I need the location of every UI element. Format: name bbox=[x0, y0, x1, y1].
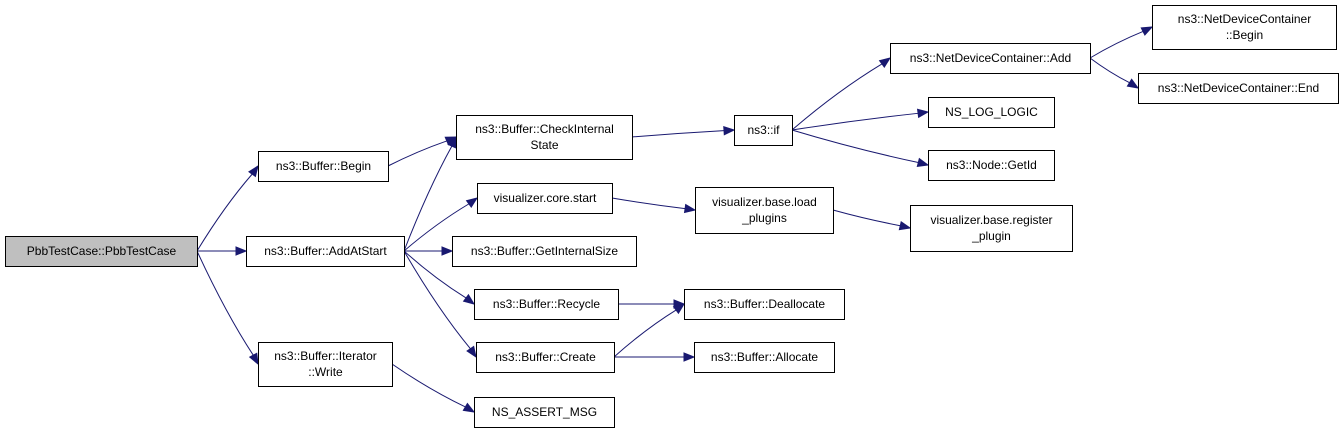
node-ndcadd[interactable]: ns3::NetDeviceContainer::Add bbox=[890, 43, 1091, 74]
node-label: ns3::Buffer::CheckInternal bbox=[475, 122, 614, 136]
edge-iterwrite-to-assertmsg bbox=[391, 363, 476, 413]
node-recycle[interactable]: ns3::Buffer::Recycle bbox=[474, 289, 619, 320]
node-getinternalsize[interactable]: ns3::Buffer::GetInternalSize bbox=[452, 236, 637, 267]
edge-vizstart-to-loadplugins bbox=[611, 197, 697, 214]
node-label: visualizer.base.register bbox=[930, 213, 1052, 227]
node-label: PbbTestCase::PbbTestCase bbox=[27, 244, 177, 258]
node-loadplugins[interactable]: visualizer.base.load _plugins bbox=[695, 187, 834, 234]
node-label: ns3::if bbox=[747, 123, 780, 137]
node-pbb[interactable]: PbbTestCase::PbbTestCase bbox=[5, 236, 198, 267]
node-box[interactable] bbox=[258, 342, 393, 387]
node-box[interactable] bbox=[694, 342, 835, 373]
node-label: ns3::NetDeviceContainer bbox=[1178, 12, 1311, 26]
edge-addatstart-to-create bbox=[403, 250, 477, 359]
node-getid[interactable]: ns3::Node::GetId bbox=[928, 150, 1055, 181]
node-allocate[interactable]: ns3::Buffer::Allocate bbox=[694, 342, 835, 373]
edge-nsif-to-loglogic bbox=[791, 108, 930, 131]
edge-ndcadd-to-ndcend bbox=[1089, 57, 1140, 89]
edge-create-to-allocate bbox=[614, 352, 696, 362]
edge-ndcadd-to-ndcbegin bbox=[1089, 26, 1154, 59]
node-box[interactable] bbox=[890, 43, 1091, 74]
node-box[interactable] bbox=[928, 150, 1055, 181]
node-box[interactable] bbox=[476, 342, 615, 373]
node-vizstart[interactable]: visualizer.core.start bbox=[477, 183, 613, 214]
node-label: ns3::NetDeviceContainer::Add bbox=[910, 51, 1071, 65]
node-label: ns3::Buffer::AddAtStart bbox=[264, 244, 387, 258]
node-assertmsg[interactable]: NS_ASSERT_MSG bbox=[474, 397, 615, 428]
edge-addatstart-to-checkinternal bbox=[403, 135, 457, 252]
node-label: ns3::Node::GetId bbox=[946, 158, 1037, 172]
node-box[interactable] bbox=[258, 151, 389, 182]
node-box[interactable] bbox=[1152, 5, 1337, 50]
node-label: ns3::Buffer::Deallocate bbox=[704, 297, 826, 311]
node-label: NS_ASSERT_MSG bbox=[492, 405, 597, 419]
node-box[interactable] bbox=[452, 236, 637, 267]
call-edges bbox=[196, 26, 1154, 413]
node-box[interactable] bbox=[474, 397, 615, 428]
node-iterwrite[interactable]: ns3::Buffer::Iterator::Write bbox=[258, 342, 393, 387]
node-box[interactable] bbox=[1138, 73, 1339, 104]
node-label: ns3::Buffer::Begin bbox=[276, 159, 371, 173]
node-label: ::Begin bbox=[1226, 28, 1263, 42]
call-nodes: PbbTestCase::PbbTestCase ns3::Buffer::Beg… bbox=[5, 5, 1339, 428]
node-label: ns3::Buffer::Recycle bbox=[493, 297, 600, 311]
edge-addatstart-to-recycle bbox=[403, 250, 476, 305]
node-label: ns3::Buffer::Allocate bbox=[711, 350, 819, 364]
node-label: ns3::Buffer::GetInternalSize bbox=[471, 244, 619, 258]
edge-nsif-to-ndcadd bbox=[791, 57, 892, 131]
node-begin[interactable]: ns3::Buffer::Begin bbox=[258, 151, 389, 182]
node-loglogic[interactable]: NS_LOG_LOGIC bbox=[928, 97, 1055, 128]
node-deallocate[interactable]: ns3::Buffer::Deallocate bbox=[684, 289, 845, 320]
node-label: _plugins bbox=[741, 211, 787, 225]
edge-begin-to-checkinternal bbox=[387, 136, 458, 167]
node-box[interactable] bbox=[734, 115, 793, 146]
node-box[interactable] bbox=[695, 187, 834, 234]
edge-checkinternal-to-nsif bbox=[631, 125, 736, 138]
node-label: ns3::NetDeviceContainer::End bbox=[1158, 81, 1319, 95]
node-label: NS_LOG_LOGIC bbox=[945, 105, 1038, 119]
node-registerplugin[interactable]: visualizer.base.register _plugin bbox=[910, 205, 1073, 252]
node-box[interactable] bbox=[684, 289, 845, 320]
node-box[interactable] bbox=[474, 289, 619, 320]
node-label: ns3::Buffer::Iterator bbox=[274, 349, 377, 363]
edge-addatstart-to-getinternalsize bbox=[404, 246, 454, 256]
edge-nsif-to-getid bbox=[791, 129, 930, 167]
node-label: State bbox=[530, 138, 558, 152]
node-nsif[interactable]: ns3::if bbox=[734, 115, 793, 146]
node-label: visualizer.core.start bbox=[494, 191, 597, 205]
node-create[interactable]: ns3::Buffer::Create bbox=[476, 342, 615, 373]
node-addatstart[interactable]: ns3::Buffer::AddAtStart bbox=[246, 236, 405, 267]
node-label: ns3::Buffer::Create bbox=[495, 350, 596, 364]
edge-pbb-to-addatstart bbox=[197, 246, 248, 256]
edge-pbb-to-begin bbox=[196, 164, 259, 252]
node-box[interactable] bbox=[456, 115, 633, 160]
node-box[interactable] bbox=[477, 183, 613, 214]
node-label: visualizer.base.load bbox=[712, 195, 817, 209]
node-box[interactable] bbox=[928, 97, 1055, 128]
node-label: _plugin bbox=[971, 229, 1011, 243]
edge-loadplugins-to-registerplugin bbox=[832, 209, 912, 231]
node-ndcbegin[interactable]: ns3::NetDeviceContainer::Begin bbox=[1152, 5, 1337, 50]
node-box[interactable] bbox=[910, 205, 1073, 252]
edge-pbb-to-iterwrite bbox=[196, 250, 259, 366]
node-label: ::Write bbox=[308, 365, 343, 379]
edge-addatstart-to-vizstart bbox=[403, 197, 479, 252]
node-box[interactable] bbox=[5, 236, 198, 267]
node-ndcend[interactable]: ns3::NetDeviceContainer::End bbox=[1138, 73, 1339, 104]
node-box[interactable] bbox=[246, 236, 405, 267]
edge-create-to-deallocate bbox=[613, 303, 686, 358]
